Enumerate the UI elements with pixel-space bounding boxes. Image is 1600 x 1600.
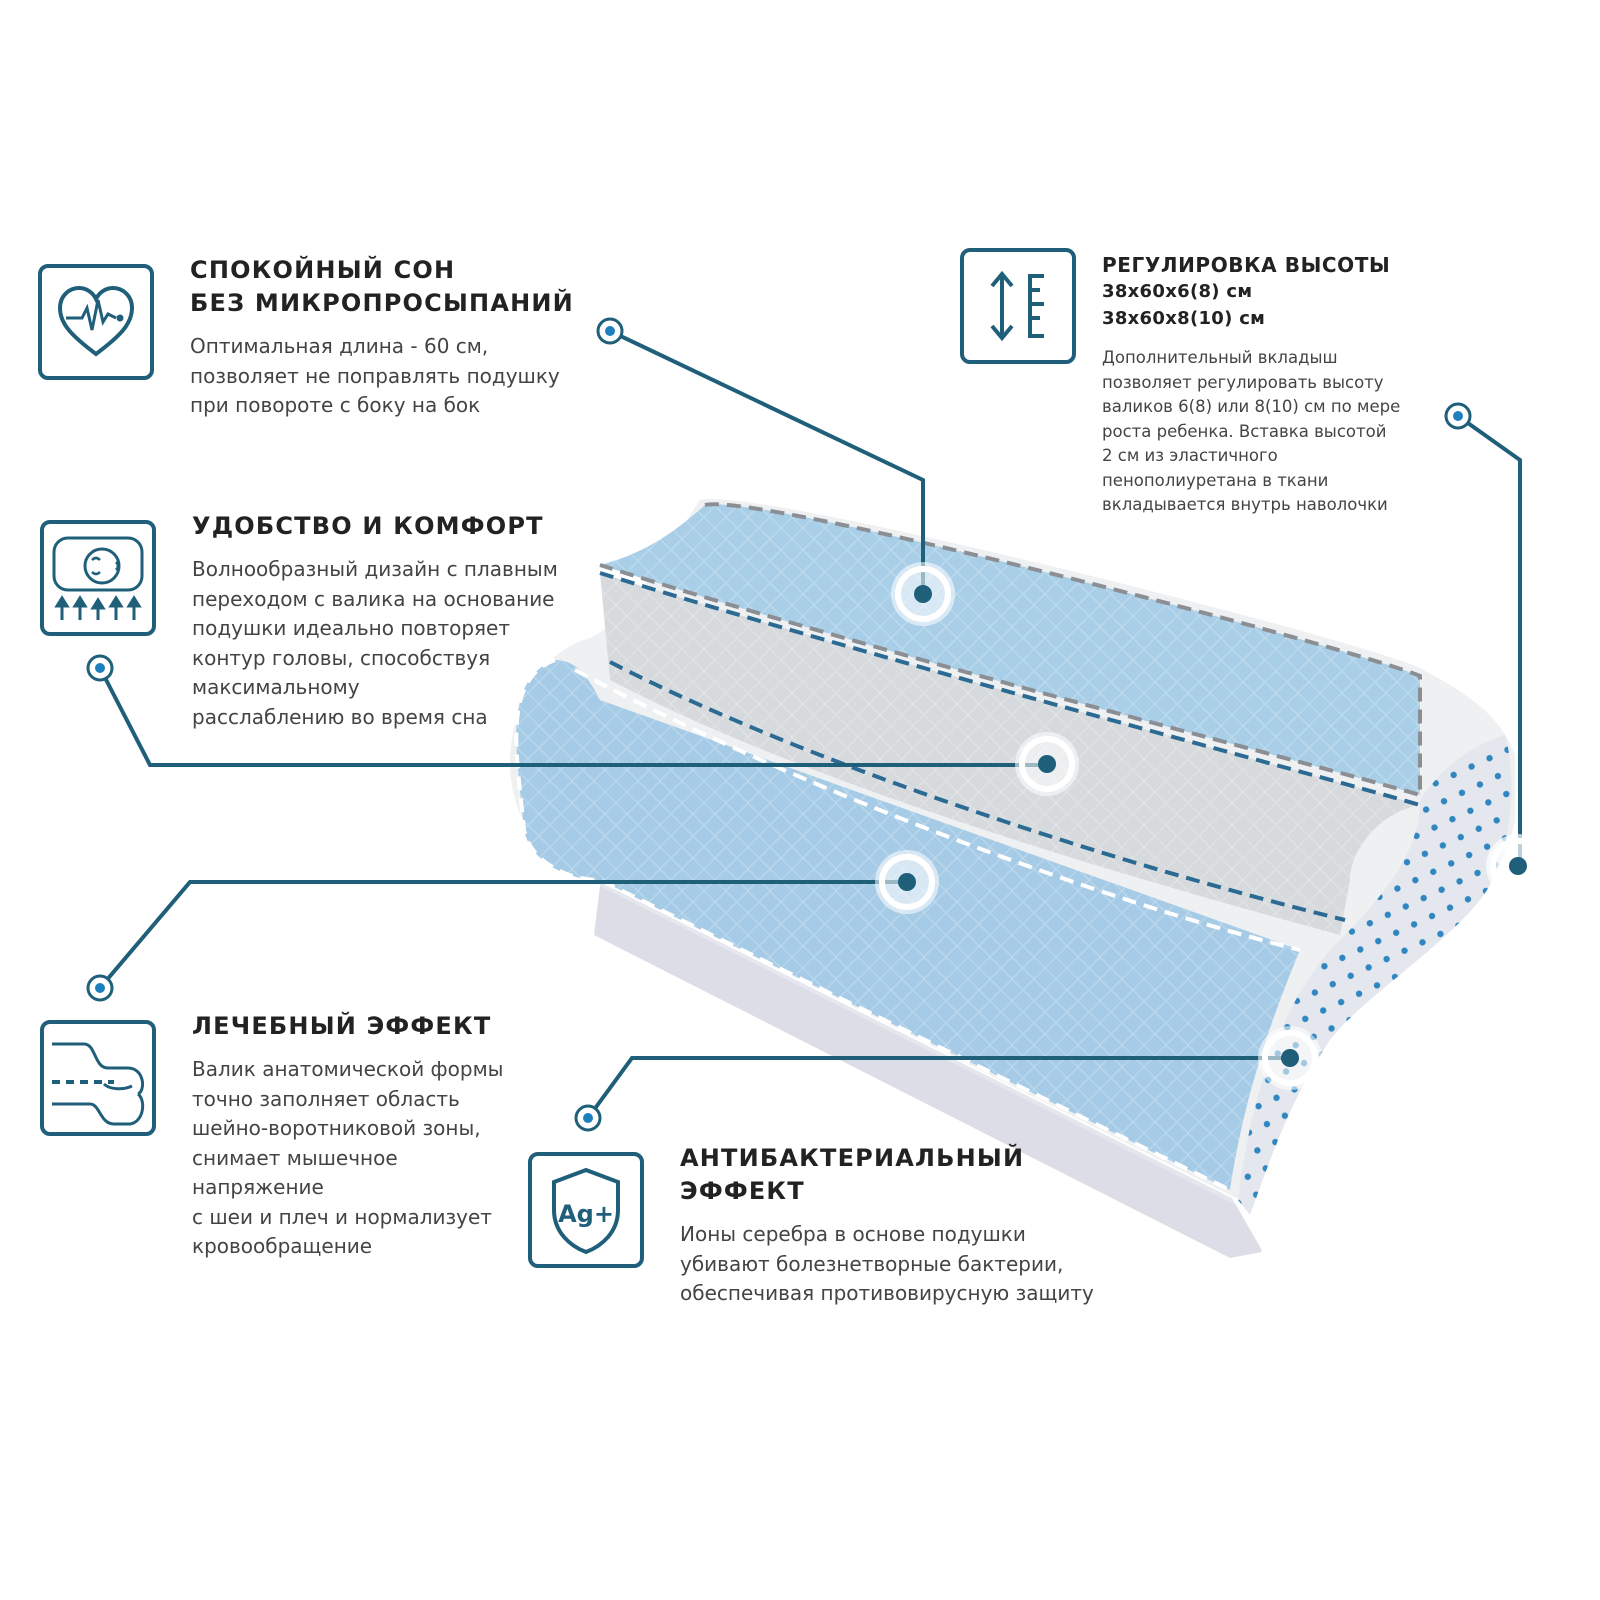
- sleeping-head-icon: [40, 520, 156, 636]
- neck-support-icon: [40, 1020, 156, 1136]
- title-line: УДОБСТВО И КОМФОРТ: [192, 512, 544, 540]
- pillow-base-front: [594, 886, 1262, 1258]
- title-line: БЕЗ МИКРОПРОСЫПАНИЙ: [190, 289, 574, 317]
- feature-healing: ЛЕЧЕБНЫЙ ЭФФЕКТ Валик анатомической форм…: [192, 1010, 503, 1262]
- title-line: РЕГУЛИРОВКА ВЫСОТЫ: [1102, 253, 1391, 277]
- silver-shield-icon: Ag+: [528, 1152, 644, 1268]
- desc-line: вкладывается внутрь наволочки: [1102, 495, 1388, 514]
- desc-line: Дополнительный вкладыш: [1102, 348, 1338, 367]
- desc-line: пенополиуретана в ткани: [1102, 470, 1329, 490]
- desc-line: Волнообразный дизайн с плавным: [192, 557, 558, 581]
- desc-line: обеспечивая противовирусную защиту: [680, 1281, 1094, 1305]
- callout-line-comfort: [98, 667, 1045, 767]
- desc-line: роста ребенка. Вставка высотой: [1102, 421, 1387, 441]
- desc-line: с шеи и плеч и нормализует: [192, 1204, 492, 1229]
- desc-line: расслаблению во время сна: [192, 704, 488, 729]
- desc-line: подушки идеально повторяет: [192, 616, 511, 640]
- size-line: 38х60х6(8) см: [1102, 281, 1253, 302]
- desc-line: снимает мышечное: [192, 1145, 398, 1170]
- desc-line: при повороте с боку на бок: [190, 393, 481, 417]
- feature-healing-desc: Валик анатомической формы точно заполняе…: [192, 1055, 503, 1262]
- desc-line: кровообращение: [192, 1234, 373, 1258]
- feature-antibacterial: АНТИБАКТЕРИАЛЬНЫЙ ЭФФЕКТ Ионы серебра в …: [680, 1142, 1094, 1309]
- desc-line: контур головы, способствуя: [192, 645, 491, 670]
- desc-line: убивают болезнетворные бактерии,: [680, 1251, 1064, 1276]
- desc-line: переходом с валика на основание: [192, 586, 555, 611]
- title-line: СПОКОЙНЫЙ СОН: [190, 256, 456, 284]
- desc-line: шейно-воротниковой зоны,: [192, 1116, 481, 1140]
- feature-comfort-desc: Волнообразный дизайн с плавным переходом…: [192, 555, 558, 732]
- desc-line: Валик анатомической формы: [192, 1057, 504, 1081]
- size-line: 38х60х8(10) см: [1102, 308, 1266, 329]
- silver-shield-icon-text: Ag+: [558, 1200, 614, 1228]
- feature-height-sizes: 38х60х6(8) см 38х60х8(10) см: [1102, 278, 1400, 332]
- desc-line: максимальному: [192, 675, 360, 699]
- feature-comfort-title: УДОБСТВО И КОМФОРТ: [192, 510, 558, 543]
- desc-line: валиков 6(8) или 8(10) см по мере: [1102, 397, 1401, 416]
- heart-pulse-icon: [38, 264, 154, 380]
- desc-line: 2 см из эластичного: [1102, 446, 1278, 465]
- feature-height: РЕГУЛИРОВКА ВЫСОТЫ 38х60х6(8) см 38х60х8…: [1102, 252, 1400, 518]
- pillow-target-markers: [875, 562, 1550, 1090]
- feature-comfort: УДОБСТВО И КОМФОРТ Волнообразный дизайн …: [192, 510, 558, 732]
- feature-antibacterial-title: АНТИБАКТЕРИАЛЬНЫЙ ЭФФЕКТ: [680, 1142, 1094, 1208]
- callout-line-calm-sleep: [609, 329, 925, 592]
- desc-line: напряжение: [192, 1175, 324, 1199]
- desc-line: Ионы серебра в основе подушки: [680, 1222, 1026, 1246]
- desc-line: Оптимальная длина - 60 см,: [190, 334, 489, 358]
- feature-calm-sleep-title: СПОКОЙНЫЙ СОН БЕЗ МИКРОПРОСЫПАНИЙ: [190, 254, 574, 320]
- desc-line: позволяет не поправлять подушку: [190, 363, 560, 388]
- title-line: ЭФФЕКТ: [680, 1177, 805, 1205]
- title-line: АНТИБАКТЕРИАЛЬНЫЙ: [680, 1144, 1025, 1172]
- feature-height-desc: Дополнительный вкладыш позволяет регулир…: [1102, 346, 1400, 518]
- title-line: ЛЕЧЕБНЫЙ ЭФФЕКТ: [192, 1012, 492, 1040]
- callout-endpoints: [86, 317, 1472, 1132]
- feature-healing-title: ЛЕЧЕБНЫЙ ЭФФЕКТ: [192, 1010, 503, 1043]
- callout-line-healing: [98, 880, 905, 990]
- feature-calm-sleep: СПОКОЙНЫЙ СОН БЕЗ МИКРОПРОСЫПАНИЙ Оптима…: [190, 254, 574, 421]
- feature-calm-sleep-desc: Оптимальная длина - 60 см, позволяет не …: [190, 332, 574, 421]
- desc-line: точно заполняет область: [192, 1086, 460, 1111]
- callout-line-antibacterial: [586, 1056, 1290, 1120]
- desc-line: позволяет регулировать высоту: [1102, 372, 1384, 392]
- height-ruler-icon: [960, 248, 1076, 364]
- feature-height-title: РЕГУЛИРОВКА ВЫСОТЫ: [1102, 252, 1400, 278]
- callout-line-height: [1456, 414, 1522, 865]
- feature-antibacterial-desc: Ионы серебра в основе подушки убивают бо…: [680, 1220, 1094, 1309]
